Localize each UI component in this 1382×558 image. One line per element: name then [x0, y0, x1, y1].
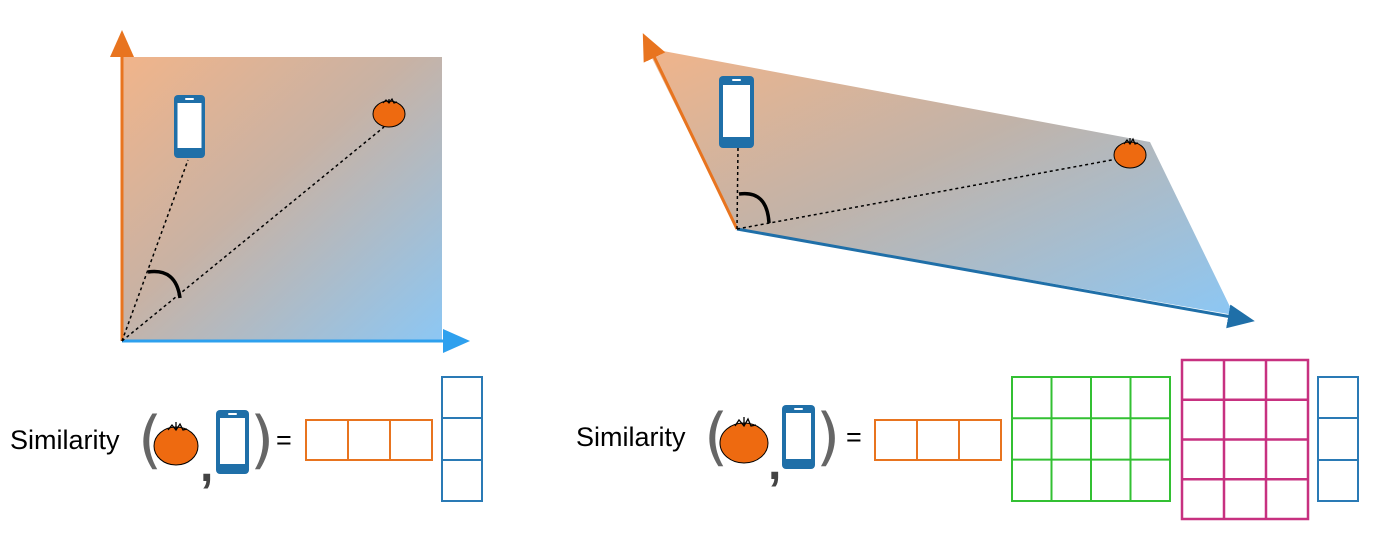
left-column-vector [441, 376, 483, 502]
green-matrix [1011, 376, 1171, 502]
left-vector-space [110, 30, 470, 353]
left-close-paren: ) [250, 403, 275, 476]
right-column-vector [1317, 376, 1359, 502]
right-gradient-plane [647, 48, 1234, 315]
right-phone-vector [736, 147, 739, 230]
right-x-axis [736, 227, 1255, 329]
left-equation-phone-icon [216, 410, 249, 474]
right-open-paren: ( [704, 400, 729, 473]
left-gradient-plane [122, 57, 442, 341]
right-y-axis [642, 33, 739, 230]
tomato-icon [372, 97, 406, 128]
angle-arc-icon [147, 269, 182, 299]
left-tomato-vector [121, 126, 385, 342]
left-similarity-label: Similarity [10, 425, 120, 455]
right-equation-tomato-icon [719, 417, 769, 464]
phone-icon [719, 76, 754, 148]
right-equals-sign: = [846, 422, 862, 452]
phone-icon [174, 95, 205, 158]
left-equals-sign: = [276, 425, 292, 455]
tomato-icon [1113, 137, 1147, 169]
right-vector-space [642, 33, 1255, 329]
left-open-paren: ( [138, 403, 163, 476]
right-equation-phone-icon [782, 405, 815, 469]
right-row-vector [874, 419, 1002, 461]
right-similarity-label: Similarity [576, 422, 686, 452]
magenta-matrix [1180, 358, 1310, 521]
right-comma: , [768, 437, 782, 490]
angle-arc-icon [738, 191, 771, 224]
left-equation-tomato-icon [153, 422, 199, 466]
right-tomato-vector [736, 156, 1129, 230]
left-comma: , [200, 439, 214, 492]
left-row-vector [305, 419, 433, 461]
right-close-paren: ) [816, 400, 841, 473]
left-phone-vector [121, 159, 189, 342]
